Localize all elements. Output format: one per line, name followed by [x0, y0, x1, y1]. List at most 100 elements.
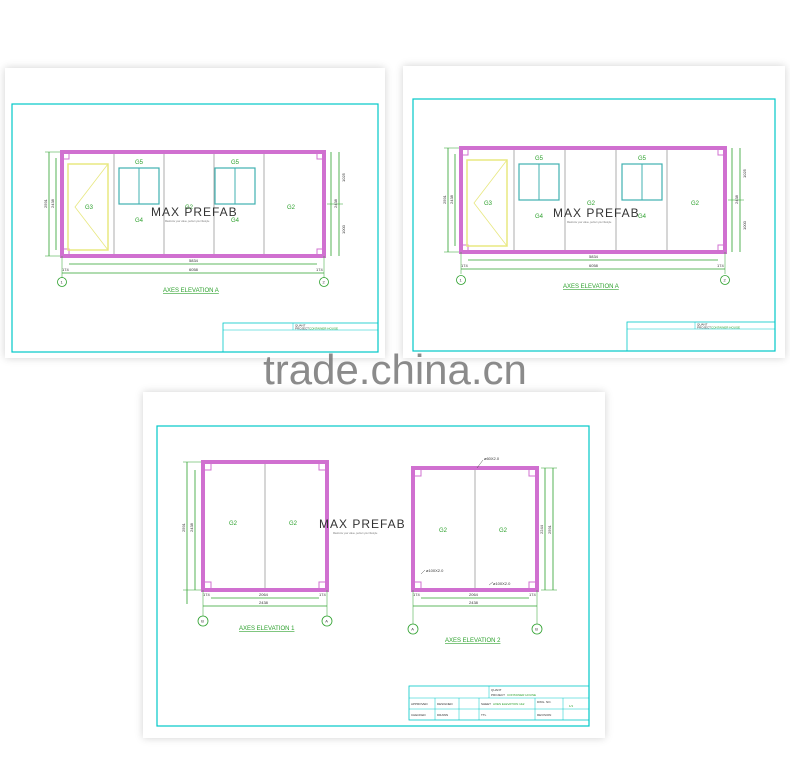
- brand-logo-text: MAX PREFAB: [553, 206, 640, 220]
- svg-text:PROJECT: PROJECT: [295, 327, 309, 331]
- axis-bubble-start: B: [201, 619, 204, 624]
- svg-text:CHECKED: CHECKED: [411, 713, 427, 717]
- axis-bubble-start: 1: [61, 280, 64, 285]
- watermark-text: trade.china.cn: [263, 346, 527, 393]
- dim-width-outer: 6058: [189, 267, 199, 272]
- dim-end-left: 174: [461, 263, 468, 268]
- dim-end-right: 174: [319, 592, 326, 597]
- panel-label-door: G3: [484, 201, 493, 207]
- brand-logo-text: MAX PREFAB: [319, 517, 406, 531]
- panel-label: G5: [638, 156, 647, 162]
- panel-label: G2: [287, 205, 296, 211]
- dim-end-left: 174: [203, 592, 210, 597]
- dim-end-right: 174: [316, 267, 323, 272]
- title-block: [626, 321, 776, 352]
- dim-end-right: 174: [717, 263, 724, 268]
- callout-pipe-right: ø100X2.0: [493, 581, 511, 586]
- brand-tagline: Maximize your value, perfect your lifest…: [567, 221, 612, 224]
- dim-width-outer: 6058: [589, 263, 599, 268]
- brand-tagline: Maximize your value, perfect your lifest…: [333, 532, 378, 535]
- dim-end-left: 174: [413, 592, 420, 597]
- door-panel: [466, 159, 508, 247]
- svg-text:PROJECT: PROJECT: [697, 326, 711, 330]
- axis-bubble-start: 1: [460, 278, 463, 283]
- elevation-title: AXES ELEVATION 2: [445, 638, 501, 644]
- dim-height-total: 2591: [442, 194, 447, 204]
- panel-label: G5: [231, 160, 240, 166]
- panel-label: G2: [229, 521, 238, 527]
- brand-tagline: Maximize your value, perfect your lifest…: [165, 220, 210, 223]
- svg-text:SHEET: SHEET: [481, 702, 491, 706]
- svg-text:AXES ELEVATION 1&2: AXES ELEVATION 1&2: [493, 702, 525, 706]
- panel-label: G4: [231, 218, 240, 224]
- svg-text:1/1: 1/1: [569, 704, 574, 708]
- panel-label: G5: [535, 156, 544, 162]
- elevation-a-drawing-copy: G3 G5 G4 G2 G5 G4 G2 MAX PREFAB Maximize…: [412, 98, 776, 352]
- elevation-a-drawing: G3 G5 G4 G2 G5 G4 G2 MAX PREFAB Maximize…: [11, 103, 379, 353]
- svg-text:APPROVED: APPROVED: [411, 702, 429, 706]
- svg-text:QUANT: QUANT: [295, 324, 306, 328]
- elevation-2-frame: [411, 466, 539, 592]
- svg-text:DESIGNED: DESIGNED: [437, 702, 454, 706]
- dim-width-outer: 2438: [259, 600, 269, 605]
- elevation-title: AXES ELEVATION A: [163, 288, 219, 294]
- axis-bubble-end: A: [325, 619, 328, 624]
- dim-seg-top: 1025: [742, 168, 747, 178]
- container-frame: [459, 146, 727, 254]
- panel-label: G2: [499, 528, 508, 534]
- door-panel: [67, 163, 109, 251]
- svg-text:PROJECT: PROJECT: [491, 693, 505, 697]
- dim-height-inner: 2438: [50, 198, 55, 208]
- title-block: [222, 322, 379, 353]
- panel-label: G2: [289, 521, 298, 527]
- dim-seg-bottom: 1000: [742, 220, 747, 230]
- dim-height-total: 2591: [43, 198, 48, 208]
- axis-bubble-end: 2: [323, 280, 326, 285]
- svg-text:CONTAINER HOUSE: CONTAINER HOUSE: [309, 327, 338, 331]
- dim-width-inner: 5834: [589, 254, 599, 259]
- dim-end-left: 174: [62, 267, 69, 272]
- callout-pipe-left: ø100X2.0: [426, 568, 444, 573]
- dim-height-total: 2591: [181, 522, 186, 532]
- dim-width-outer: 2438: [469, 600, 479, 605]
- panel-label: G4: [535, 214, 544, 220]
- panel-label: G4: [638, 214, 647, 220]
- dim-width-inner: 2064: [259, 592, 269, 597]
- dim-width-inner: 2064: [469, 592, 479, 597]
- axis-bubble-end: B: [535, 627, 538, 632]
- elevation-1-frame: [201, 460, 329, 592]
- callout-pipe-top: ø60X2.0: [484, 456, 500, 461]
- svg-text:QUANT: QUANT: [491, 688, 502, 692]
- dim-seg-bottom: 1000: [341, 224, 346, 234]
- svg-text:DRAWN: DRAWN: [437, 713, 448, 717]
- svg-text:REVISION: REVISION: [537, 713, 551, 717]
- dim-width-inner: 5834: [189, 258, 199, 263]
- panel-label: G2: [587, 201, 596, 207]
- axis-bubble-end: 2: [724, 278, 727, 283]
- svg-text:TTL: TTL: [481, 713, 487, 717]
- dim-height-inner: 2438: [189, 522, 194, 532]
- elevation-1-2-drawing: G2 G2 2591 2438 2064 2438 174 174 B A AX…: [156, 425, 590, 727]
- sheet-border: [412, 98, 776, 352]
- drawing-sheet-elevation-a-left: G3 G5 G4 G2 G5 G4 G2 MAX PREFAB Maximize…: [5, 68, 385, 358]
- drawing-sheet-elevation-1-2: G2 G2 2591 2438 2064 2438 174 174 B A AX…: [143, 392, 605, 738]
- dim-height-right: 2438: [333, 198, 338, 208]
- panel-label: G4: [135, 218, 144, 224]
- axis-bubble-start: A: [411, 627, 414, 632]
- dim-seg-top: 1025: [341, 172, 346, 182]
- dim-height-inner: 2438: [449, 194, 454, 204]
- sheet-border: [156, 425, 590, 727]
- dim-height-total: 2591: [547, 524, 552, 534]
- title-block: [408, 685, 590, 721]
- svg-text:DWG. NO.: DWG. NO.: [537, 700, 551, 704]
- elevation-title: AXES ELEVATION A: [563, 284, 619, 290]
- panel-label: G5: [135, 160, 144, 166]
- dim-height-inner: 2244: [539, 524, 544, 534]
- sheet-border: [11, 103, 379, 353]
- elevation-title: AXES ELEVATION 1: [239, 626, 295, 632]
- svg-text:QUANT: QUANT: [697, 323, 708, 327]
- dim-height-right: 2438: [734, 194, 739, 204]
- panel-label: G2: [185, 205, 194, 211]
- container-frame: [60, 150, 326, 258]
- drawing-sheet-elevation-a-right: G3 G5 G4 G2 G5 G4 G2 MAX PREFAB Maximize…: [403, 66, 785, 358]
